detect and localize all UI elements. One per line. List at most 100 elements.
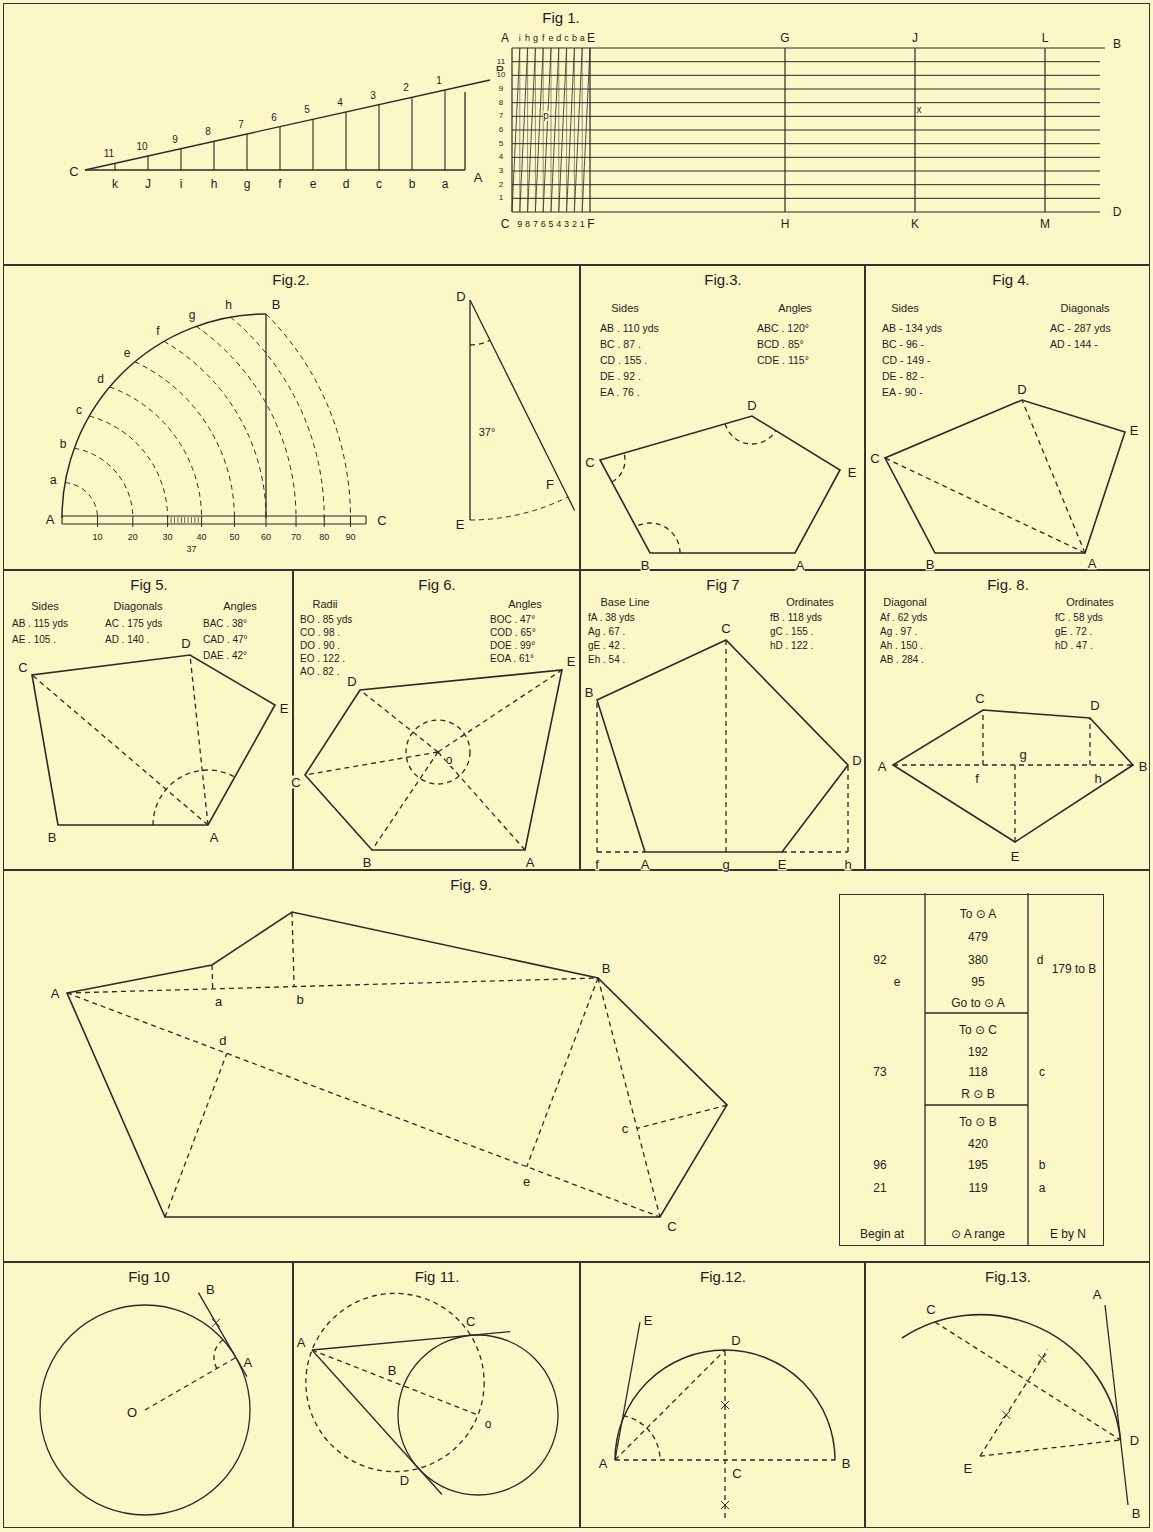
figure-title: Fig.12. — [700, 1269, 746, 1284]
point-letter: p — [543, 111, 549, 121]
point-letter: 5 — [304, 105, 310, 115]
point-letter: B — [1132, 1507, 1141, 1520]
point-letter: B — [1139, 760, 1148, 773]
survey-note: CAD . 47° — [203, 635, 248, 645]
point-letter: 80 — [319, 533, 329, 542]
survey-note: 37° — [479, 427, 496, 438]
point-letter: B — [842, 1457, 851, 1470]
point-letter: h — [211, 178, 218, 190]
scale-rule — [543, 48, 544, 212]
survey-note: AD - 144 - — [1050, 339, 1098, 350]
scale-hatch — [181, 517, 182, 523]
transfer-arc — [196, 326, 296, 518]
survey-note: fB . 118 yds — [770, 613, 822, 623]
survey-note: Ordinates — [1066, 597, 1114, 608]
survey-note: AB - 134 yds — [882, 323, 942, 334]
chain-line — [67, 978, 598, 993]
survey-note: Diagonal — [883, 597, 926, 608]
survey-note: Radii — [312, 599, 337, 610]
scale-rule — [519, 48, 520, 212]
point-letter: d — [219, 1034, 226, 1047]
survey-note: hD . 47 . — [1055, 641, 1093, 651]
scale-rule — [527, 48, 528, 212]
point-letter: e — [124, 347, 131, 359]
quadrant-arc — [62, 314, 266, 518]
point-letter: E — [456, 518, 465, 531]
point-letter: i — [519, 34, 521, 43]
radius-line — [360, 690, 438, 752]
point-letter: B — [206, 1282, 215, 1295]
figure-title: Fig.3. — [704, 272, 742, 287]
offset-line — [165, 1053, 227, 1217]
angle-arc — [153, 770, 235, 825]
scale-tick — [234, 516, 235, 527]
survey-note: Af . 62 yds — [880, 613, 927, 623]
point-letter: c — [564, 34, 569, 43]
point-letter: g — [1019, 748, 1026, 761]
table-cell: d — [1037, 954, 1044, 966]
point-letter: 8 — [205, 127, 211, 137]
figure-panel: Fig 11. — [293, 1262, 580, 1528]
point-letter: E — [1011, 850, 1020, 863]
point-letter: 9 — [499, 85, 503, 93]
survey-note: CO . 98 . — [300, 628, 340, 638]
survey-note: Ordinates — [786, 597, 834, 608]
chain-line — [67, 993, 660, 1217]
table-rule — [1027, 893, 1028, 1245]
table-rule — [925, 1104, 1028, 1105]
scale-hatch — [177, 517, 178, 523]
point-letter: B — [1113, 38, 1121, 50]
point-letter: f — [278, 178, 281, 190]
point-letter: d — [97, 373, 104, 385]
radius-line — [438, 752, 525, 850]
figure-title: Fig. 8. — [987, 577, 1029, 592]
angle-arc — [470, 340, 490, 345]
point-letter: A — [796, 559, 805, 572]
table-cell: 92 — [873, 954, 886, 966]
scale-hatch — [194, 517, 195, 523]
point-letter: h — [225, 299, 232, 311]
survey-note: BAC . 38° — [203, 619, 247, 629]
point-letter: E — [644, 1314, 653, 1327]
point-letter: 11 — [497, 58, 505, 66]
table-cell: 119 — [968, 1182, 987, 1194]
circle — [398, 1335, 558, 1495]
point-letter: D — [1113, 206, 1122, 218]
bisector-line — [980, 1349, 1048, 1456]
point-letter: 40 — [197, 533, 207, 542]
scale-hatch — [198, 517, 199, 523]
table-cell: 118 — [968, 1066, 987, 1078]
table-cell: 96 — [873, 1159, 886, 1171]
angle-arc — [623, 1416, 660, 1460]
scale-hatch — [191, 517, 192, 523]
survey-note: Sides — [891, 303, 919, 314]
scale-tick — [213, 141, 214, 170]
tangent-line — [1105, 1305, 1128, 1505]
point-letter: 37 — [186, 545, 196, 554]
survey-note: gC . 155 . — [770, 627, 813, 637]
chord-line — [935, 1322, 1121, 1440]
scale-hatch — [184, 517, 185, 523]
radius-line — [372, 752, 438, 850]
scale-line — [464, 92, 465, 170]
survey-polygon — [893, 710, 1133, 842]
point-letter: f — [156, 325, 159, 337]
survey-note: Sides — [31, 601, 59, 612]
survey-polygon — [305, 670, 562, 850]
scale-rule — [574, 48, 575, 212]
figure-title: Fig.2. — [272, 272, 310, 287]
radius-line — [438, 670, 562, 752]
tangent-line — [312, 1332, 510, 1350]
table-cell: To ⊙ B — [959, 1116, 996, 1128]
point-letter: D — [1017, 383, 1026, 396]
point-letter: 50 — [229, 533, 239, 542]
point-letter: M — [1040, 218, 1050, 230]
survey-note: EA - 90 - — [882, 387, 923, 398]
scale-rule — [512, 102, 1100, 103]
survey-note: EO . 122 . — [300, 654, 345, 664]
survey-note: Base Line — [601, 597, 650, 608]
survey-note: fC . 58 yds — [1055, 613, 1103, 623]
point-letter: A — [51, 987, 60, 1000]
